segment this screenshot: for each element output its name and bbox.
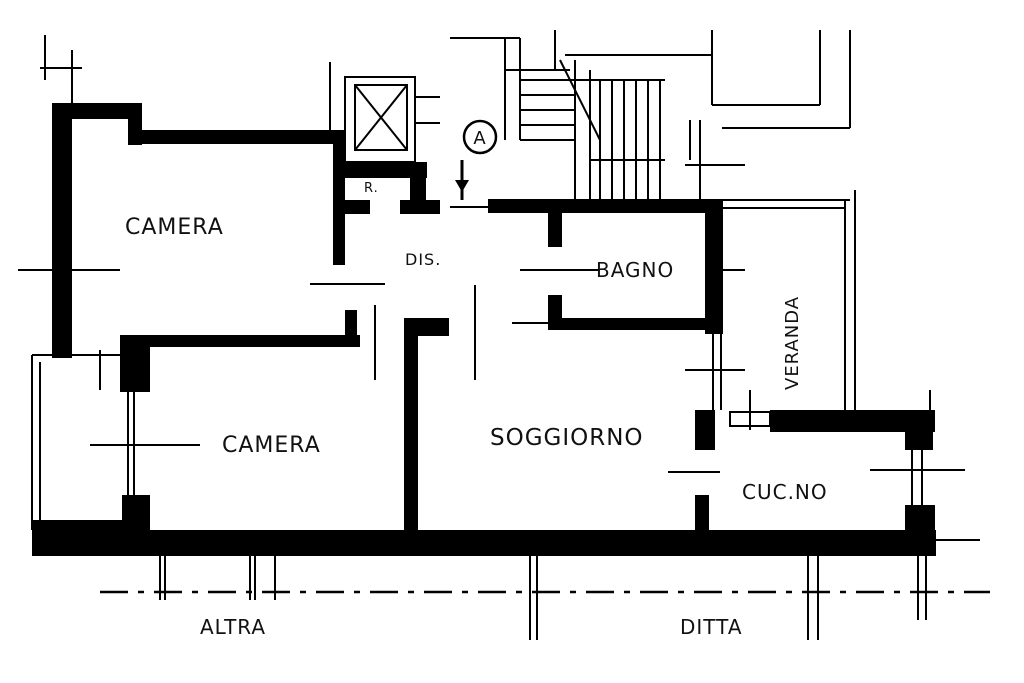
room-label-camera-top: CAMERA xyxy=(125,215,224,240)
section-marker-label: A xyxy=(473,128,486,149)
section-marker: A xyxy=(462,119,498,155)
room-label-ripostiglio: R. xyxy=(364,181,379,196)
room-label-dis: DIS. xyxy=(405,250,441,269)
room-label-camera-bottom: CAMERA xyxy=(222,433,321,458)
room-label-cucina: CUC.NO xyxy=(742,480,828,504)
room-label-bagno: BAGNO xyxy=(596,258,674,282)
room-label-soggiorno: SOGGIORNO xyxy=(490,425,644,451)
boundary-label-ditta: DITTA xyxy=(680,615,743,639)
entry-arrow xyxy=(455,160,469,200)
room-label-veranda: VERANDA xyxy=(782,296,803,390)
boundary-label-altra: ALTRA xyxy=(200,615,266,639)
thin-lines xyxy=(18,30,980,640)
